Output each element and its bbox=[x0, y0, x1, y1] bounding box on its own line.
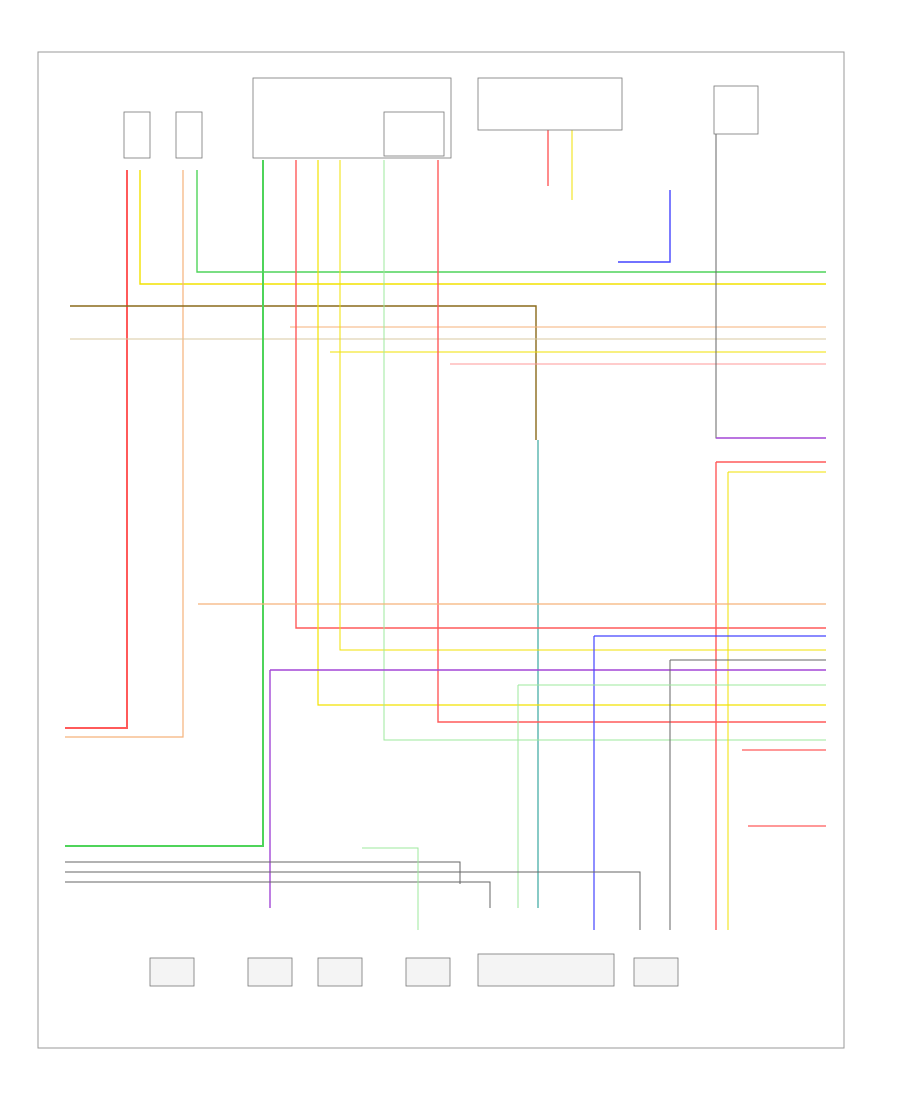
wire-layer bbox=[65, 130, 826, 930]
right-rear-wheel-speed-sensor-box bbox=[123, 111, 151, 159]
bottom-module-6 bbox=[633, 957, 679, 987]
wire-red-0 bbox=[65, 170, 128, 729]
wire-gray-37 bbox=[65, 871, 641, 930]
wire-orange-2 bbox=[65, 170, 184, 738]
wire-green-10 bbox=[65, 160, 264, 847]
wire-yellow-12 bbox=[317, 160, 826, 706]
wire-blue-18 bbox=[618, 190, 671, 263]
wire-yellow-13 bbox=[339, 160, 826, 651]
left-rear-wheel-speed-sensor-box bbox=[175, 111, 203, 159]
component-boxes-top bbox=[123, 77, 759, 159]
wire-lightgreen-14 bbox=[383, 160, 826, 741]
bottom-module-1 bbox=[149, 957, 195, 987]
wire-gray-36 bbox=[65, 861, 461, 884]
wire-yellow-1 bbox=[139, 170, 826, 285]
wire-gray-38 bbox=[65, 881, 491, 908]
relay-box bbox=[713, 85, 759, 135]
control-module-top-box bbox=[252, 77, 452, 159]
instrument-cluster-box bbox=[477, 77, 623, 131]
wire-gray-19 bbox=[715, 134, 826, 439]
bottom-module-5 bbox=[477, 953, 615, 987]
wire-red-11 bbox=[295, 160, 826, 629]
internal-switch-box bbox=[383, 111, 445, 157]
wire-lightgreen-39 bbox=[362, 847, 419, 930]
wire-brown-4 bbox=[70, 305, 537, 440]
bottom-module-3 bbox=[317, 957, 363, 987]
bottom-module-2 bbox=[247, 957, 293, 987]
component-boxes-bottom bbox=[149, 953, 679, 987]
diagram-frame bbox=[37, 51, 845, 1049]
bottom-module-4 bbox=[405, 957, 451, 987]
wire-red-15 bbox=[437, 160, 826, 723]
wire-green-3 bbox=[196, 170, 826, 273]
